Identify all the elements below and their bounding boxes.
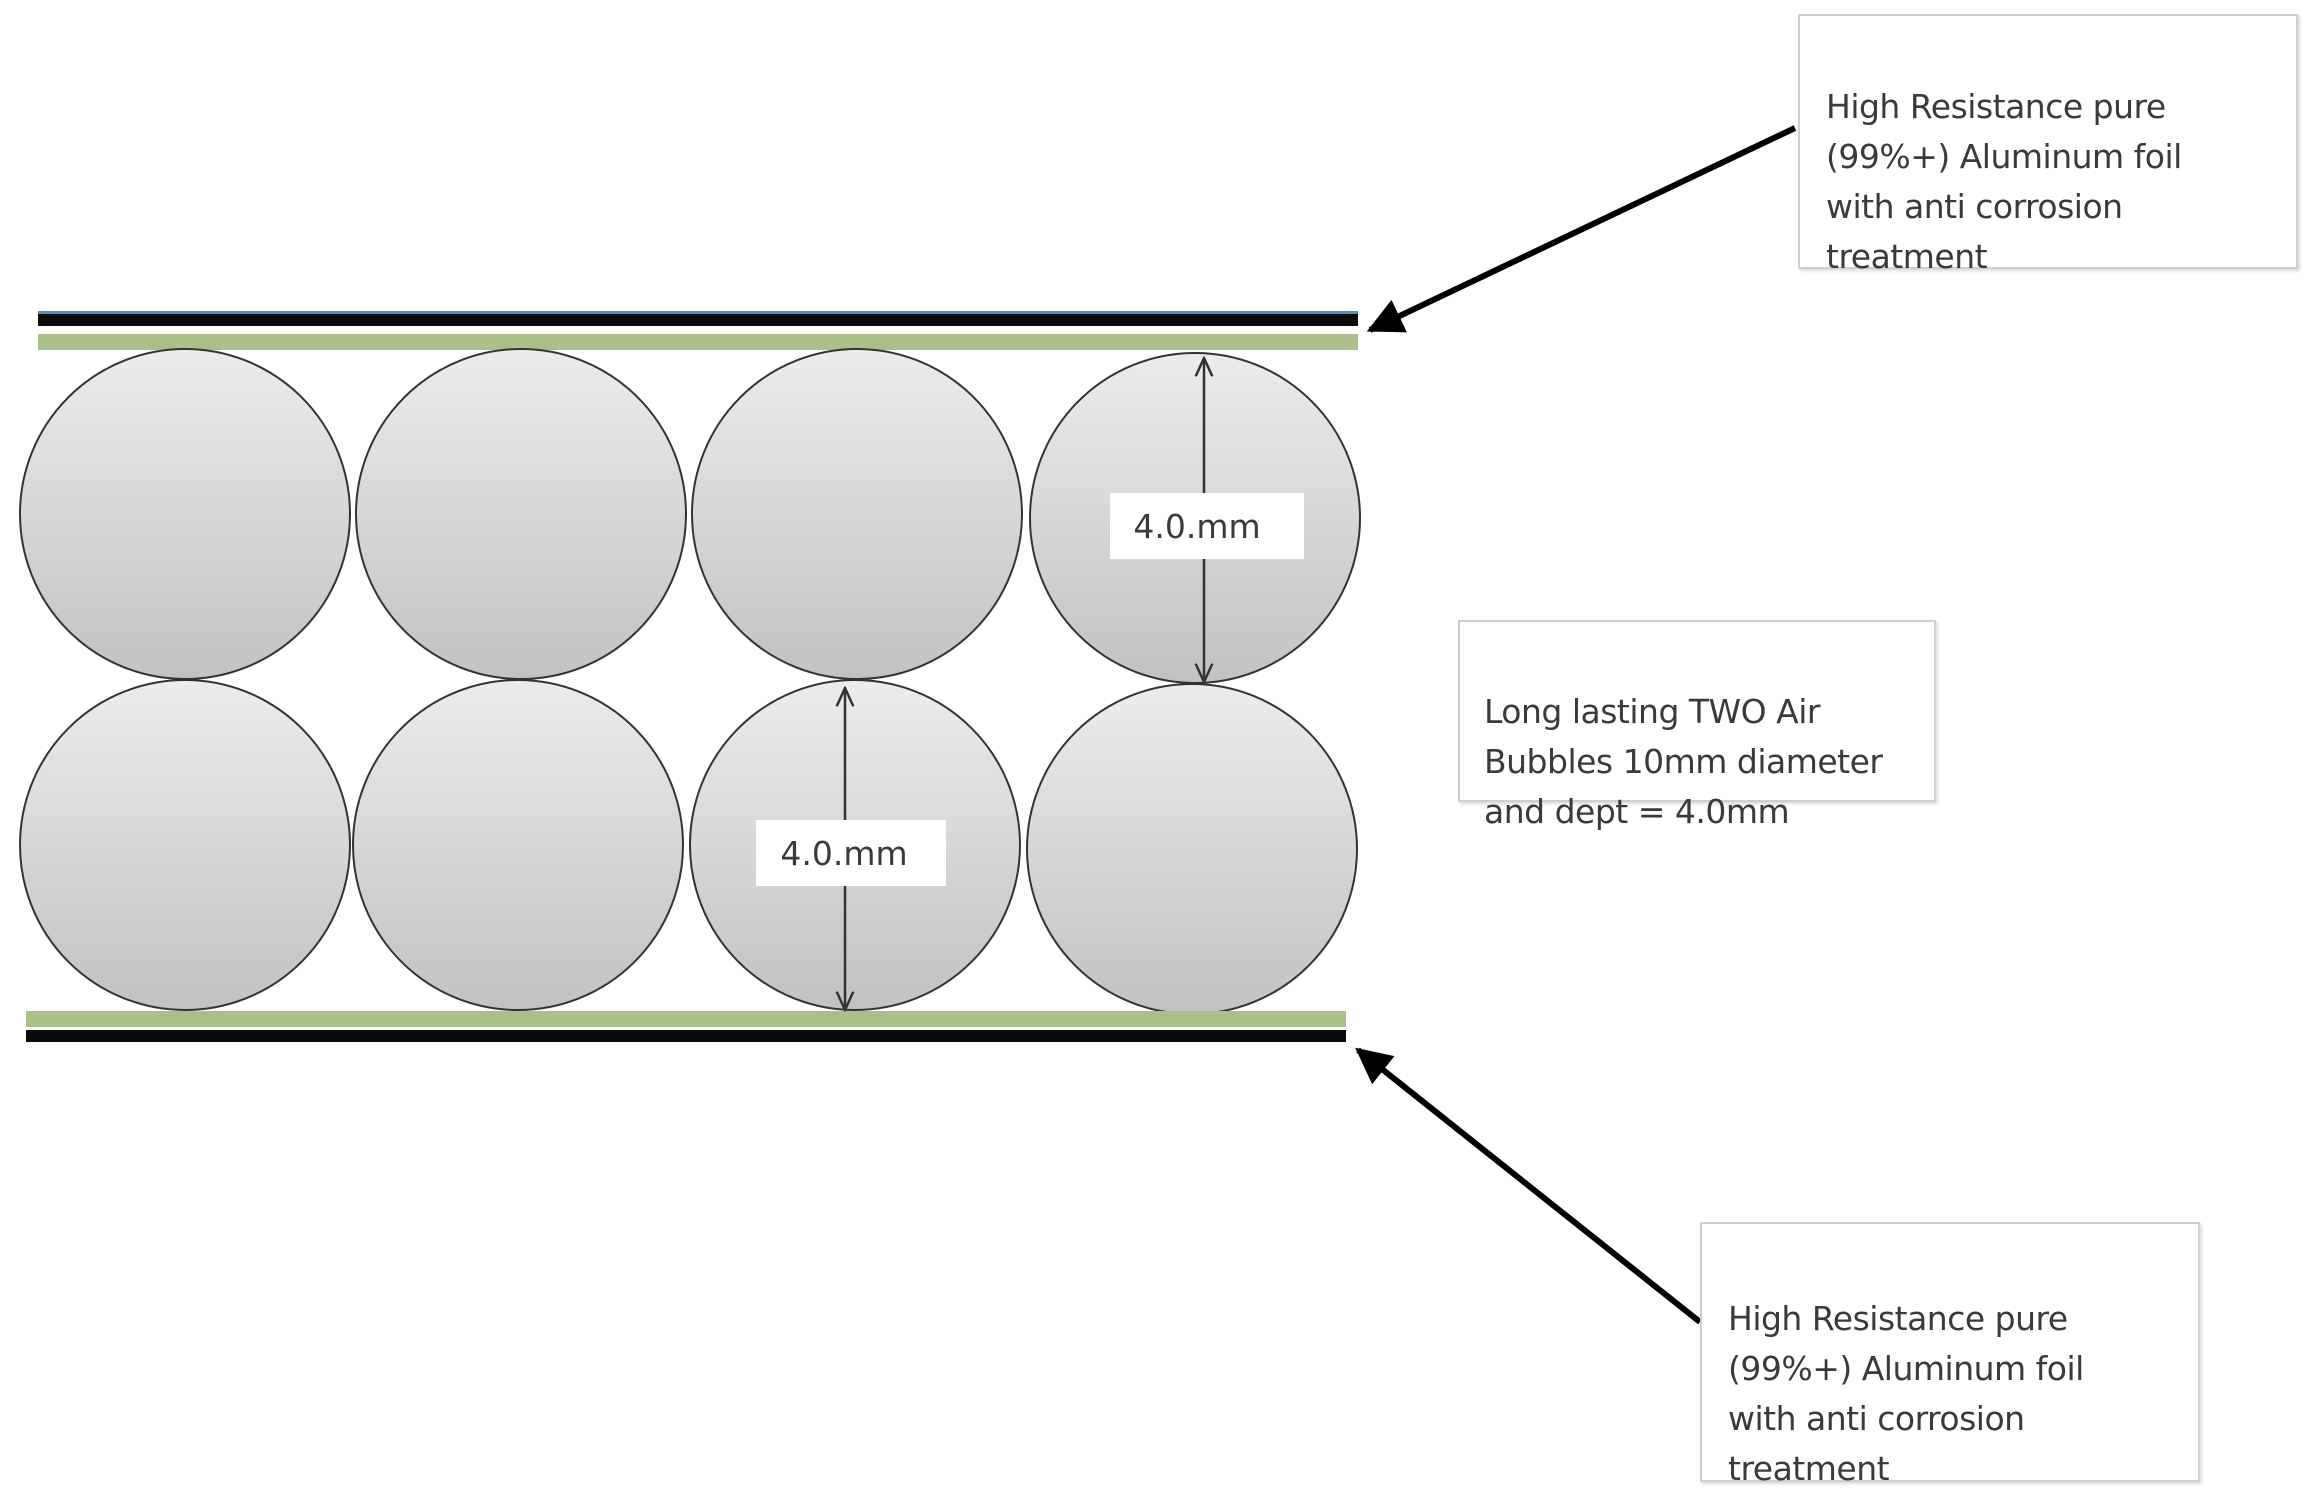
bubble-row-bottom <box>19 679 1358 1015</box>
callout-bottom-text: High Resistance pure (99%+) Aluminum foi… <box>1728 1299 2084 1488</box>
dimension-upper-label-box <box>1110 493 1304 559</box>
callout-middle-text: Long lasting TWO Air Bubbles 10mm diamet… <box>1484 692 1883 831</box>
callout-arrow-bottom <box>1355 1047 1702 1325</box>
dimension-lower-label-box <box>756 820 946 886</box>
callout-top-text: High Resistance pure (99%+) Aluminum foi… <box>1826 87 2182 276</box>
top-foil-layer <box>38 311 1358 350</box>
callout-arrow-top <box>1366 125 1797 333</box>
dimension-upper-label: 4.0.mm <box>1133 507 1260 546</box>
bubble <box>352 679 684 1011</box>
dimension-lower-label: 4.0.mm <box>780 834 907 873</box>
bubble <box>1026 683 1358 1015</box>
bubble <box>355 348 687 680</box>
dimension-upper: 4.0.mm <box>1110 358 1304 682</box>
dimension-lower: 4.0.mm <box>756 688 946 1010</box>
bubble <box>691 348 1023 680</box>
bottom-foil-layer <box>26 1011 1346 1042</box>
top-foil-green-line <box>38 334 1358 350</box>
bottom-foil-green-line <box>26 1011 1346 1027</box>
callout-top-foil: High Resistance pure (99%+) Aluminum foi… <box>1798 14 2298 276</box>
callout-air-bubbles: Long lasting TWO Air Bubbles 10mm diamet… <box>1458 620 1936 831</box>
top-foil-blue-edge <box>38 311 1358 315</box>
bubble <box>19 679 351 1011</box>
bottom-foil-dark-line <box>26 1030 1346 1042</box>
callout-bottom-foil: High Resistance pure (99%+) Aluminum foi… <box>1700 1222 2200 1488</box>
top-foil-dark-line <box>38 314 1358 326</box>
bubble <box>19 348 351 680</box>
